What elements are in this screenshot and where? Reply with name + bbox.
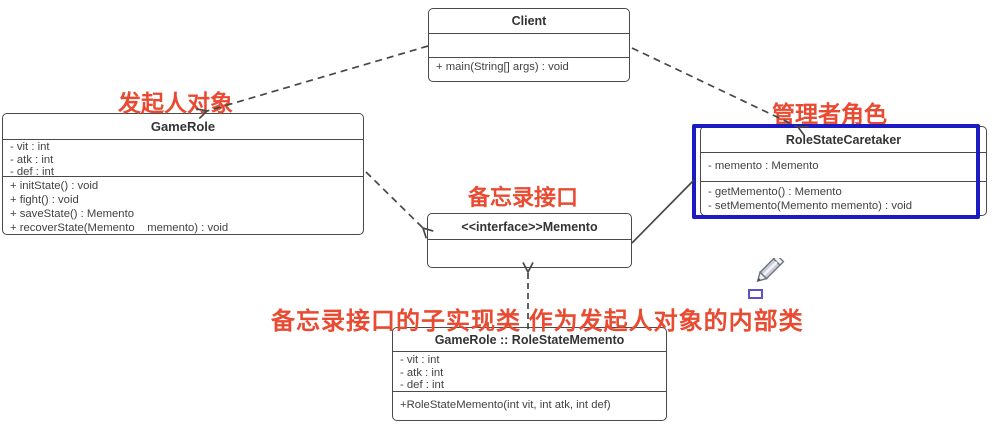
class-client-attributes [429, 34, 629, 57]
class-memento-interface-body [428, 240, 631, 267]
class-role-state-caretaker-methods: - getMemento() : Memento - setMemento(Me… [701, 181, 986, 215]
member: + initState() : void [10, 180, 99, 192]
member: +RoleStateMemento(int vit, int atk, int … [400, 399, 611, 411]
dependency-gamerole-memento [365, 171, 434, 239]
annotation-caretaker-label: 管理者角色 [772, 101, 887, 127]
member: + fight() : void [10, 194, 79, 206]
class-role-state-memento-methods: +RoleStateMemento(int vit, int atk, int … [393, 391, 666, 420]
class-memento-interface-title: <<interface>>Memento [428, 214, 631, 240]
class-client-title: Client [429, 9, 629, 34]
class-game-role-methods: + initState() : void + fight() : void + … [3, 176, 363, 234]
member: - def : int [400, 379, 444, 391]
annotation-small-rectangle [748, 289, 763, 299]
member: + main(String[] args) : void [436, 61, 569, 73]
dependency-client-gamerole [196, 45, 429, 120]
class-game-role-attributes: - vit : int - atk : int - def : int [3, 140, 363, 176]
class-role-state-memento: GameRole :: RoleStateMemento - vit : int… [392, 327, 667, 421]
member: - setMemento(Memento memento) : void [708, 200, 913, 212]
class-client-methods: + main(String[] args) : void [429, 57, 629, 81]
class-role-state-caretaker-attributes: - memento : Memento [701, 153, 986, 181]
class-game-role-title: GameRole [3, 114, 363, 140]
pencil-icon [756, 258, 785, 283]
member: + saveState() : Memento [10, 208, 135, 220]
class-client: Client + main(String[] args) : void [428, 8, 630, 82]
member: - vit : int [400, 354, 440, 366]
class-memento-interface: <<interface>>Memento [427, 213, 632, 268]
class-role-state-caretaker-title: RoleStateCaretaker [701, 127, 986, 153]
association-caretaker-memento [631, 179, 695, 244]
member: - atk : int [10, 153, 54, 166]
member: - def : int [10, 166, 54, 176]
member: + recoverState(Memento memento) : void [10, 222, 229, 234]
annotation-memento-impl-label: 备忘录接口的子实现类 作为发起人对象的内部类 [271, 308, 804, 335]
annotation-originator-label: 发起人对象 [118, 90, 233, 116]
class-role-state-memento-title: GameRole :: RoleStateMemento [393, 328, 666, 352]
member: - memento : Memento [708, 160, 819, 172]
member: - getMemento() : Memento [708, 186, 842, 198]
class-role-state-caretaker: RoleStateCaretaker - memento : Memento -… [700, 126, 987, 216]
annotation-memento-interface-label: 备忘录接口 [468, 185, 579, 210]
member: - atk : int [400, 366, 444, 379]
member: - vit : int [10, 141, 50, 153]
class-game-role: GameRole - vit : int - atk : int - def :… [2, 113, 364, 235]
class-role-state-memento-attributes: - vit : int - atk : int - def : int [393, 352, 666, 391]
